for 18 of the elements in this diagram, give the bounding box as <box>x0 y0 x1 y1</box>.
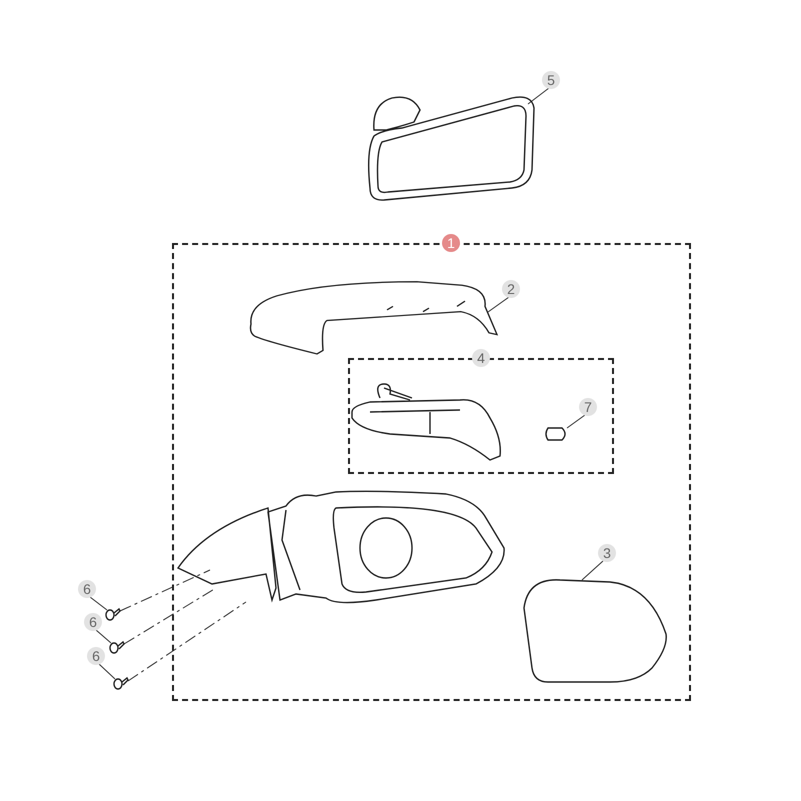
callout-number: 6 <box>84 613 102 631</box>
callout-number: 6 <box>78 580 96 598</box>
leader-line <box>98 664 116 680</box>
callout-number: 3 <box>598 544 616 562</box>
callout-number: 2 <box>502 280 520 298</box>
callout-number: 1 <box>442 234 460 252</box>
leader-line <box>582 560 604 580</box>
leader-line <box>96 630 112 644</box>
assembly-line <box>120 570 210 612</box>
leader-line <box>528 88 550 104</box>
leader-line <box>488 296 510 312</box>
leader-line <box>566 414 586 428</box>
callout-number: 6 <box>87 647 105 665</box>
leader-line <box>90 596 108 610</box>
assembly-line <box>128 602 246 682</box>
callout-number: 4 <box>472 349 490 367</box>
callout-number: 7 <box>579 398 597 416</box>
callout-number: 5 <box>542 71 560 89</box>
